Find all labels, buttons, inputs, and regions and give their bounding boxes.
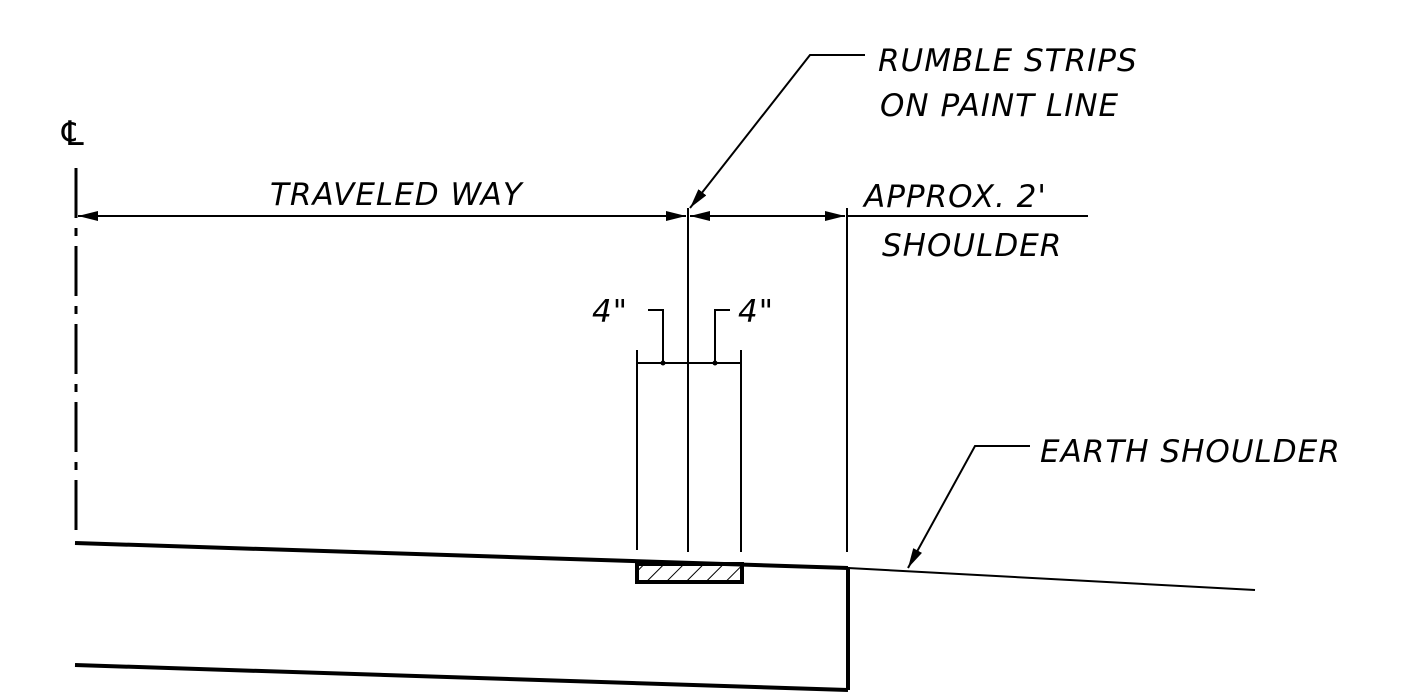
centerline-symbol: ℄ [61,114,85,154]
right-four-inch-label: 4" [738,294,774,330]
rumble-strips-label-line2: ON PAINT LINE [880,88,1119,124]
traveled-way-label: TRAVELED WAY [270,177,524,213]
right-dimension-leader [714,309,730,363]
rumble-strips-leader-arrow [689,54,865,209]
shoulder-label: SHOULDER [882,228,1062,264]
rumble-strip-hatched-block [635,562,744,584]
left-dimension-leader [648,309,664,363]
earth-shoulder-leader-arrow [907,445,1030,569]
earth-shoulder-slope-line [847,567,1256,591]
earth-shoulder-label: EARTH SHOULDER [1040,434,1341,470]
rumble-strips-label-line1: RUMBLE STRIPS [878,43,1138,79]
shoulder-width-label: APPROX. 2' [862,179,1047,215]
pavement-bottom-line [74,663,849,692]
left-four-inch-label: 4" [592,294,628,330]
